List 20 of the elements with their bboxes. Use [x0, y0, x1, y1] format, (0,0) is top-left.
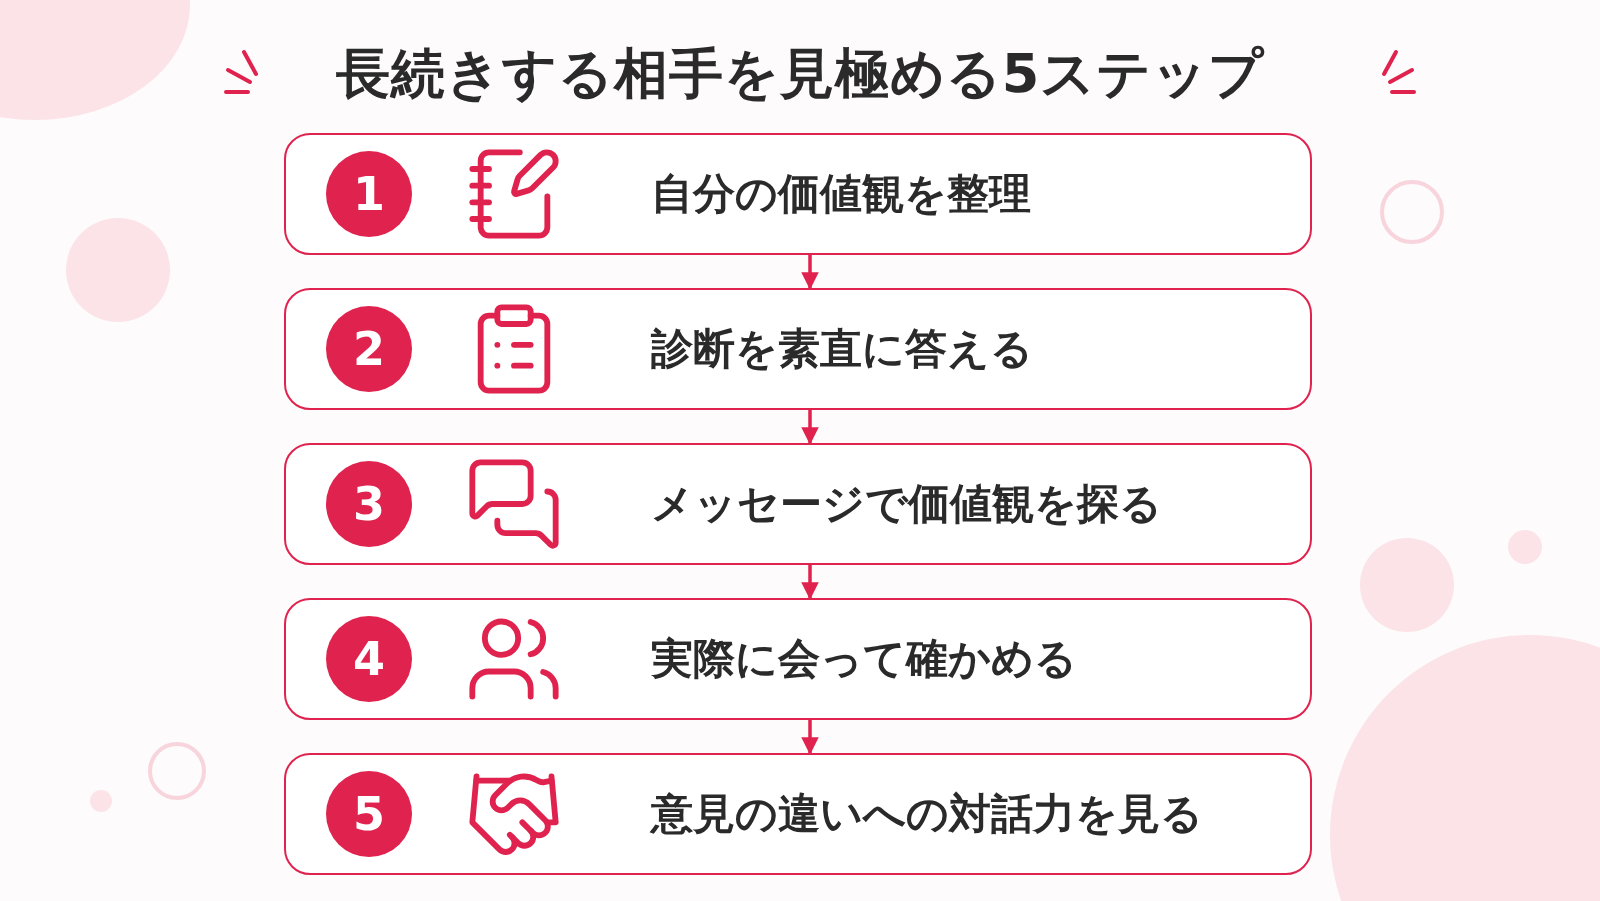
step-box: [284, 133, 1312, 255]
step-box: [284, 598, 1312, 720]
step-label: 意見の違いへの対話力を見る: [651, 788, 1203, 840]
step-label: メッセージで価値観を探る: [651, 478, 1162, 530]
step-label: 自分の価値観を整理: [651, 168, 1031, 220]
arrow: [801, 565, 819, 600]
step-number-circle: 3: [326, 461, 412, 547]
arrow: [801, 410, 819, 445]
step-number-circle: 4: [326, 616, 412, 702]
arrow: [801, 255, 819, 290]
step-number-circle: 5: [326, 771, 412, 857]
step-number-circle: 1: [326, 151, 412, 237]
step-box: [284, 443, 1312, 565]
step-number-circle: 2: [326, 306, 412, 392]
step-label: 実際に会って確かめる: [651, 633, 1077, 685]
step-label: 診断を素直に答える: [651, 323, 1033, 375]
step-box: [284, 753, 1312, 875]
step-box: [284, 288, 1312, 410]
arrow: [801, 720, 819, 755]
title: 長続きする相手を見極める5ステップ: [335, 41, 1265, 107]
